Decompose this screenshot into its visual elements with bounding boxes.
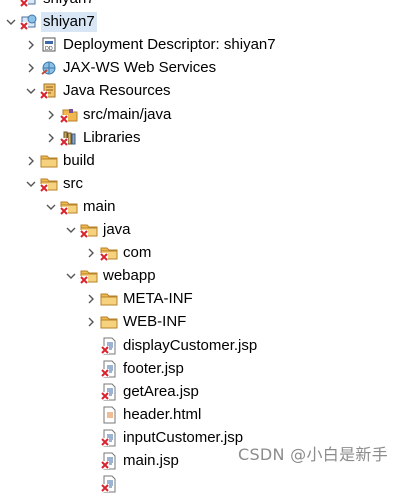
folder-icon bbox=[40, 152, 58, 170]
tree-item[interactable]: src bbox=[0, 173, 404, 195]
chevron-down-icon[interactable] bbox=[64, 269, 78, 283]
tree-item-label: footer.jsp bbox=[123, 359, 184, 377]
html-file-icon bbox=[100, 406, 118, 424]
tree-item[interactable]: main bbox=[0, 196, 404, 218]
tree-item-label: main.jsp bbox=[123, 452, 179, 469]
tree-item-label: inputCustomer.jsp bbox=[123, 428, 244, 446]
folder-error-icon bbox=[80, 221, 98, 239]
svg-text:DD: DD bbox=[45, 46, 53, 52]
chevron-down-icon[interactable] bbox=[24, 177, 38, 191]
tree-item-label: displayCustomer.jsp bbox=[123, 336, 258, 354]
chevron-right-icon[interactable] bbox=[44, 108, 58, 122]
tree-item[interactable]: webapp bbox=[0, 265, 404, 287]
tree-item[interactable]: footer.jsp bbox=[0, 358, 404, 380]
jsp-file-error-icon bbox=[100, 383, 118, 401]
folder-error-icon bbox=[100, 244, 118, 262]
tree-item-label: build bbox=[63, 151, 95, 169]
tree-item-label: java bbox=[103, 221, 131, 238]
chevron-down-icon[interactable] bbox=[4, 15, 18, 29]
chevron-down-icon[interactable] bbox=[44, 200, 58, 214]
project-error-icon bbox=[20, 0, 38, 8]
tree-item-label: header.html bbox=[123, 405, 202, 423]
watermark: CSDN @小白是新手 bbox=[237, 445, 388, 464]
tree-item-label: src bbox=[63, 174, 83, 192]
tree-item-label: shiyan7 bbox=[41, 0, 97, 9]
tree-item[interactable]: main.jsp bbox=[0, 450, 404, 472]
web-project-icon bbox=[20, 13, 38, 31]
tree-item[interactable]: DD Deployment Descriptor: shiyan7 bbox=[0, 34, 404, 56]
tree-item[interactable]: Java Resources bbox=[0, 80, 404, 102]
tree-item-label: getArea.jsp bbox=[123, 382, 199, 400]
deployment-descriptor-icon: DD bbox=[40, 36, 58, 54]
folder-icon bbox=[100, 313, 118, 331]
tree-item[interactable]: build bbox=[0, 150, 404, 172]
tree-item-label: com bbox=[123, 244, 152, 262]
tree-item[interactable]: shiyan7 bbox=[0, 0, 404, 10]
jsp-file-error-icon bbox=[100, 475, 118, 493]
chevron-right-icon[interactable] bbox=[84, 315, 98, 329]
tree-item[interactable]: WEB-INF bbox=[0, 311, 404, 333]
tree-item-label: webapp bbox=[103, 267, 156, 285]
jsp-file-error-icon bbox=[100, 337, 118, 355]
chevron-right-icon[interactable] bbox=[44, 131, 58, 145]
tree-item[interactable]: Libraries bbox=[0, 127, 404, 149]
tree-item-label: Java Resources bbox=[63, 82, 171, 100]
chevron-right-icon[interactable] bbox=[84, 246, 98, 260]
java-resources-error-icon bbox=[40, 82, 58, 100]
tree-item-label: src/main/java bbox=[83, 105, 172, 123]
tree-item[interactable]: JAX-WS Web Services bbox=[0, 57, 404, 79]
chevron-right-icon[interactable] bbox=[24, 38, 38, 52]
jsp-file-error-icon bbox=[100, 360, 118, 378]
chevron-right-icon[interactable] bbox=[84, 292, 98, 306]
jsp-file-error-icon bbox=[100, 429, 118, 447]
tree-item-label: shiyan7 bbox=[41, 12, 97, 33]
tree-item-label: main bbox=[83, 197, 116, 215]
chevron-down-icon[interactable] bbox=[24, 84, 38, 98]
folder-error-icon bbox=[40, 175, 58, 193]
tree-item[interactable]: getArea.jsp bbox=[0, 381, 404, 403]
jsp-file-error-icon bbox=[100, 452, 118, 470]
tree-item[interactable]: displayCustomer.jsp bbox=[0, 335, 404, 357]
tree-item[interactable]: META-INF bbox=[0, 288, 404, 310]
folder-error-icon bbox=[80, 267, 98, 285]
libraries-error-icon bbox=[60, 129, 78, 147]
tree-item[interactable]: com bbox=[0, 242, 404, 264]
tree-item-label: JAX-WS Web Services bbox=[63, 59, 217, 77]
tree-item-label: WEB-INF bbox=[123, 313, 187, 331]
folder-error-icon bbox=[60, 198, 78, 216]
chevron-down-icon[interactable] bbox=[64, 223, 78, 237]
tree-item[interactable]: shiyan7 bbox=[0, 11, 404, 33]
chevron-right-icon[interactable] bbox=[24, 61, 38, 75]
tree-item-label: Deployment Descriptor: shiyan7 bbox=[63, 36, 276, 54]
web-services-icon bbox=[40, 59, 58, 77]
tree-item[interactable] bbox=[0, 473, 404, 495]
tree-item[interactable]: src/main/java bbox=[0, 104, 404, 126]
tree-item[interactable]: inputCustomer.jsp bbox=[0, 427, 404, 449]
tree-item[interactable]: header.html bbox=[0, 404, 404, 426]
source-folder-error-icon bbox=[60, 106, 78, 124]
folder-icon bbox=[100, 290, 118, 308]
tree-item[interactable]: java bbox=[0, 219, 404, 241]
chevron-right-icon[interactable] bbox=[24, 154, 38, 168]
tree-item-label: Libraries bbox=[83, 128, 141, 146]
tree-item-label: META-INF bbox=[123, 290, 193, 308]
